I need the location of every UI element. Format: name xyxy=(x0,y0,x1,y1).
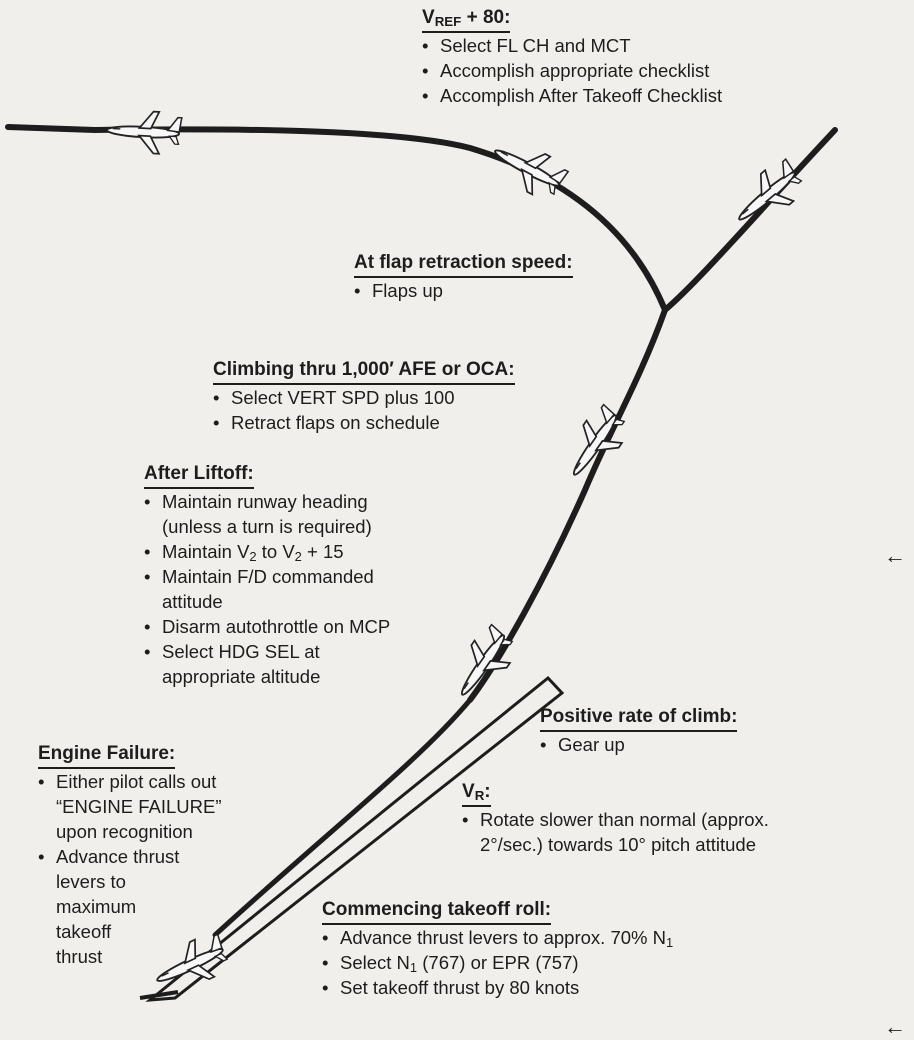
roll-sub: 1 xyxy=(665,935,674,950)
engine-failure-item-cont: thrust xyxy=(56,946,103,967)
engine-failure-item-cont: “ENGINE FAILURE” xyxy=(56,796,222,817)
liftoff-text: Maintain V xyxy=(162,541,250,562)
margin-arrow-icon: ← xyxy=(884,543,906,568)
liftoff-text: to V xyxy=(256,541,295,562)
engine-failure-item-cont: takeoff xyxy=(56,921,112,942)
flap-item: Flaps up xyxy=(354,278,573,303)
takeoff-roll-item: Set takeoff thrust by 80 knots xyxy=(322,975,673,1000)
engine-failure-item-cont: upon recognition xyxy=(56,821,193,842)
roll-text: (767) or EPR (757) xyxy=(417,952,579,973)
takeoff-roll-item: Advance thrust levers to approx. 70% N1 xyxy=(322,925,673,950)
engine-failure-item: Either pilot calls out xyxy=(38,769,222,794)
climb-item: Select VERT SPD plus 100 xyxy=(213,385,515,410)
vref-item: Select FL CH and MCT xyxy=(422,33,722,58)
liftoff-item: Maintain runway heading xyxy=(144,489,390,514)
vref-heading: VREF + 80: xyxy=(422,6,511,33)
roll-text: Select N xyxy=(340,952,410,973)
vr-item: Rotate slower than normal (approx. xyxy=(462,807,769,832)
vref-heading-sub: REF xyxy=(434,14,462,29)
takeoff-roll-heading: Commencing takeoff roll: xyxy=(322,898,552,925)
takeoff-roll-item: Select N1 (767) or EPR (757) xyxy=(322,950,673,975)
positive-heading: Positive rate of climb: xyxy=(540,705,738,732)
liftoff-item-cont: appropriate altitude xyxy=(162,666,321,687)
liftoff-sub: 2 xyxy=(249,549,257,564)
airplane-icon xyxy=(104,108,183,156)
roll-sub: 1 xyxy=(409,960,418,975)
vr-heading-sub: R xyxy=(474,788,485,803)
takeoff-roll-section: Commencing takeoff roll: Advance thrust … xyxy=(322,898,673,1000)
liftoff-sub: 2 xyxy=(294,549,302,564)
roll-text: Advance thrust levers to approx. 70% N xyxy=(340,927,666,948)
vref-item: Accomplish After Takeoff Checklist xyxy=(422,83,722,108)
airplane-icon xyxy=(484,131,572,206)
climb-item: Retract flaps on schedule xyxy=(213,410,515,435)
runway-outline xyxy=(145,675,565,1002)
flap-section: At flap retraction speed: Flaps up xyxy=(354,251,573,303)
flight-path-line xyxy=(5,124,669,703)
runway-tick xyxy=(139,990,179,1000)
engine-failure-heading: Engine Failure: xyxy=(38,742,176,769)
positive-item: Gear up xyxy=(540,732,737,757)
engine-failure-item: Advance thrust xyxy=(38,844,222,869)
vref-heading-prefix: V xyxy=(422,7,435,28)
liftoff-item-cont: (unless a turn is required) xyxy=(162,516,372,537)
liftoff-item: Select HDG SEL at xyxy=(144,639,390,664)
engine-failure-item-cont: maximum xyxy=(56,896,137,917)
engine-failure-section: Engine Failure: Either pilot calls out “… xyxy=(38,742,222,969)
liftoff-section: After Liftoff: Maintain runway heading (… xyxy=(144,462,390,689)
vr-heading: VR: xyxy=(462,780,491,807)
lower-flight-path xyxy=(212,697,473,938)
liftoff-item: Maintain F/D commanded xyxy=(144,564,390,589)
climb-branch-line xyxy=(662,127,838,313)
vr-section: VR: Rotate slower than normal (approx. 2… xyxy=(462,780,769,857)
margin-arrow-icon: ← xyxy=(884,1014,906,1039)
liftoff-item: Maintain V2 to V2 + 15 xyxy=(144,539,390,564)
flap-heading: At flap retraction speed: xyxy=(354,251,573,278)
climb-heading: Climbing thru 1,000′ AFE or OCA: xyxy=(213,358,515,385)
liftoff-item: Disarm autothrottle on MCP xyxy=(144,614,390,639)
liftoff-text: + 15 xyxy=(301,541,344,562)
vref-heading-suffix: + 80: xyxy=(461,7,511,28)
vr-heading-suffix: : xyxy=(484,781,491,802)
vr-heading-prefix: V xyxy=(462,781,475,802)
positive-section: Positive rate of climb: Gear up xyxy=(540,705,738,757)
vr-item-cont: 2°/sec.) towards 10° pitch attitude xyxy=(480,834,756,855)
vref-section: VREF + 80: Select FL CH and MCT Accompli… xyxy=(422,6,722,108)
liftoff-item-cont: attitude xyxy=(162,591,223,612)
vref-item: Accomplish appropriate checklist xyxy=(422,58,722,83)
liftoff-heading: After Liftoff: xyxy=(144,462,254,489)
engine-failure-item-cont: levers to xyxy=(56,871,126,892)
climb-section: Climbing thru 1,000′ AFE or OCA: Select … xyxy=(213,358,515,435)
